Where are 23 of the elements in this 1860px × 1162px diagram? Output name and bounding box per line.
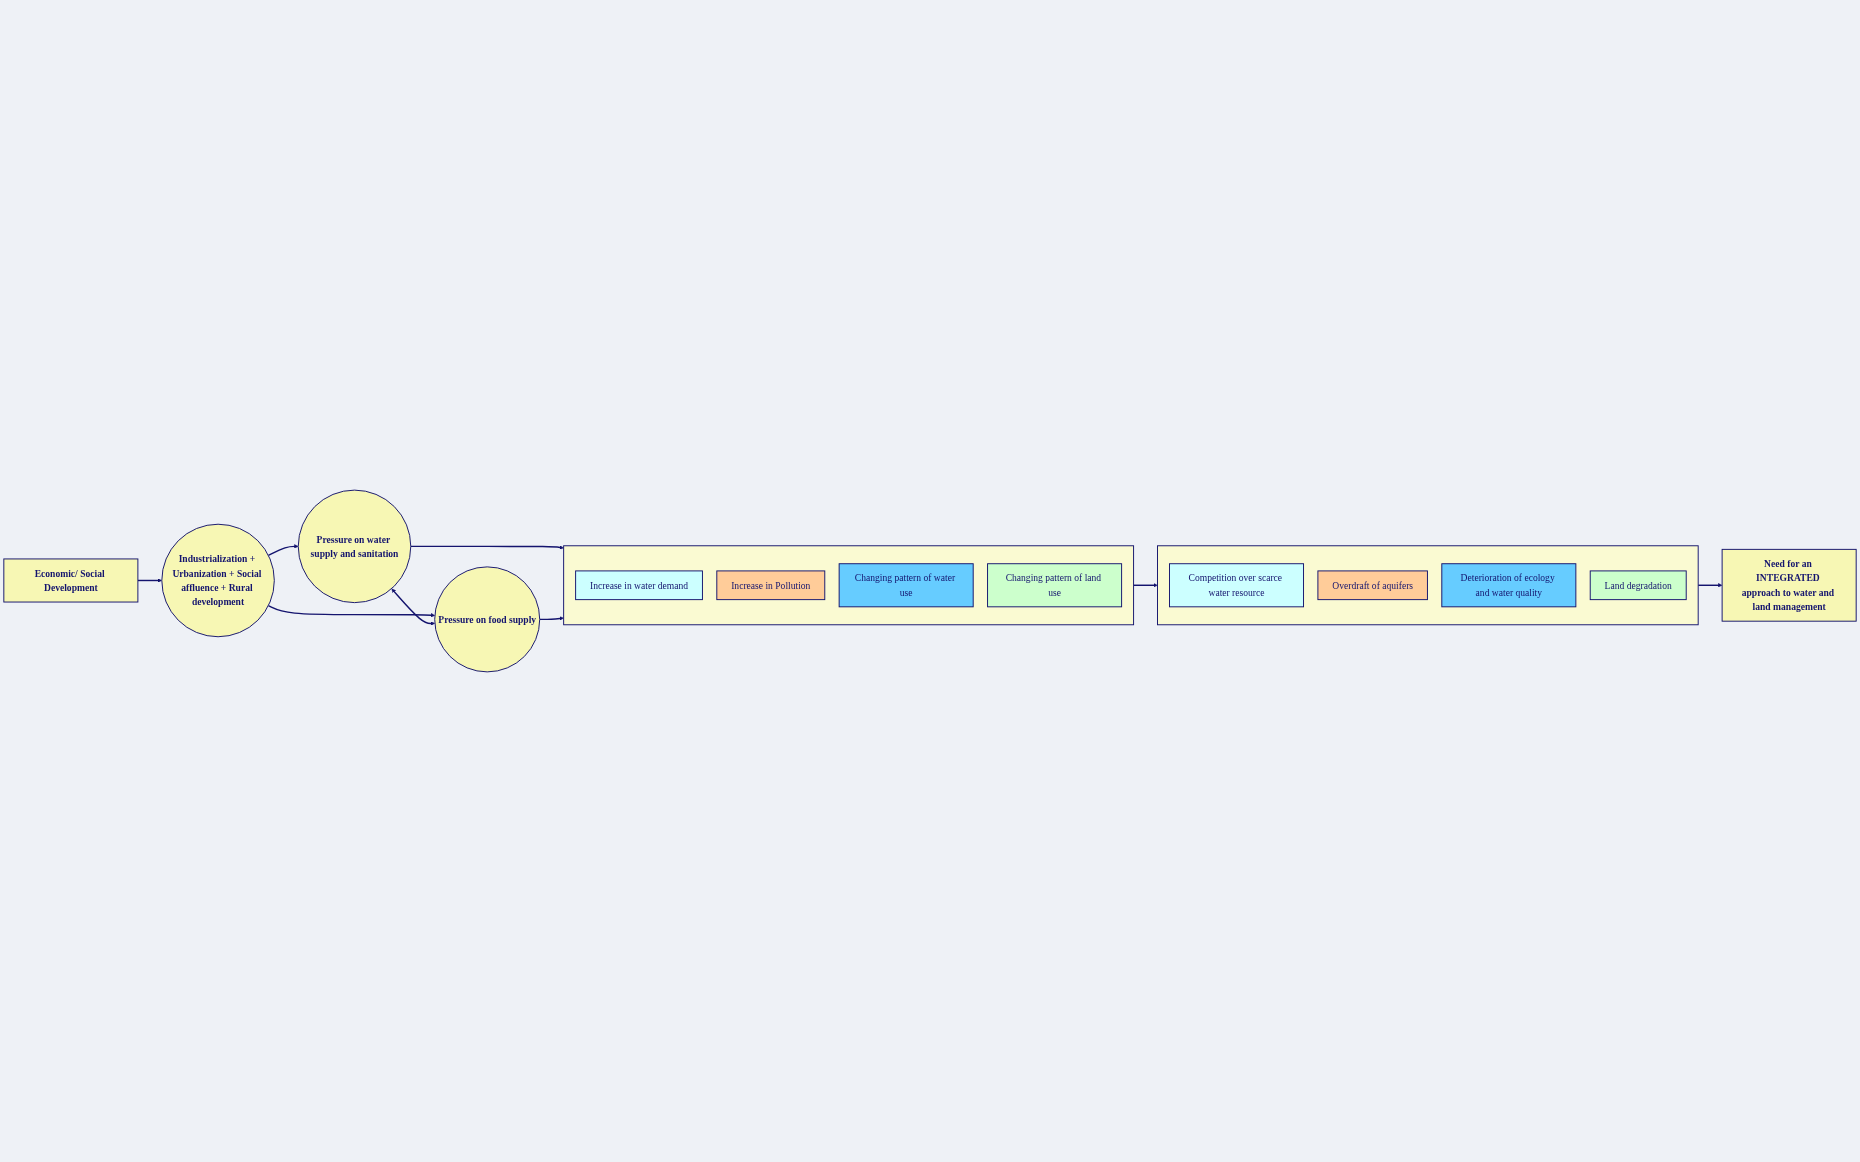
cluster [563, 545, 1135, 626]
node-box: Increase in Pollution [716, 570, 826, 601]
arrow [539, 616, 564, 621]
arrow [391, 588, 436, 626]
node-circle: Pressure on food supply [434, 566, 541, 673]
arrow [1132, 583, 1158, 588]
node-box: Changing pattern of water use [838, 563, 974, 608]
arrow [410, 545, 564, 550]
node-box: Competition over scarce water resource [1169, 563, 1304, 608]
node-circle: Pressure on water supply and sanitation [297, 489, 412, 604]
cluster [1157, 545, 1699, 626]
node-box: Land degradation [1589, 570, 1687, 601]
arrow [267, 604, 436, 618]
node-box: Need for an INTEGRATED approach to water and land management [1721, 548, 1857, 622]
node-box: Economic/ Social Development [3, 558, 139, 603]
arrow [1697, 583, 1723, 588]
arrow [267, 544, 299, 557]
node-box: Increase in water demand [575, 570, 703, 601]
node-circle: Industrialization + Urbanization + Social affluence + Rural development [161, 523, 275, 638]
arrow [137, 578, 162, 583]
node-box: Changing pattern of land use [987, 563, 1123, 608]
node-box: Deterioration of ecology and water quality [1441, 563, 1577, 608]
node-box: Overdraft of aquifers [1317, 570, 1428, 601]
